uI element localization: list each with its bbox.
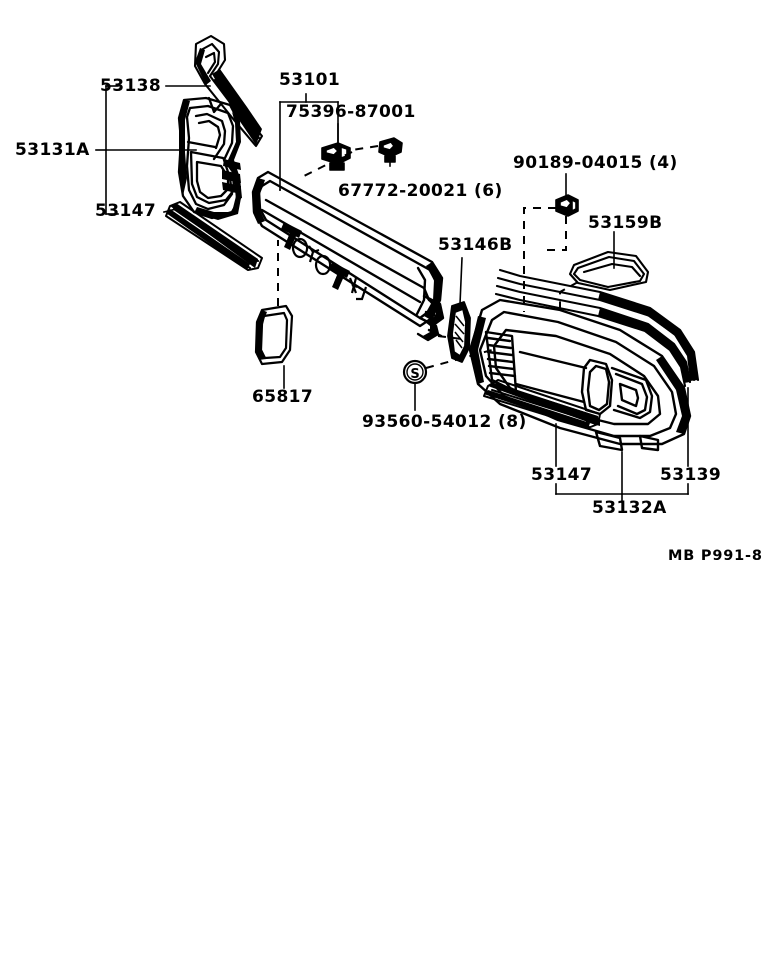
label-53132A: 53132A (592, 498, 667, 518)
label-75396-87001: 75396-87001 (286, 102, 416, 122)
part-53147-left-shading (166, 203, 258, 270)
part-53146B-seal (447, 301, 471, 363)
label-53147-left: 53147 (95, 201, 157, 221)
label-65817: 65817 (252, 387, 314, 407)
part-53138-shading (195, 48, 262, 145)
label-53139: 53139 (660, 465, 722, 485)
label-53159B: 53159B (588, 213, 663, 233)
label-53131A: 53131A (15, 140, 90, 160)
label-53101: 53101 (279, 70, 341, 90)
part-53147-right-shading (484, 383, 600, 429)
label-93560-54012: 93560-54012 (8) (362, 412, 527, 432)
screw-symbol-letter: S (410, 367, 419, 382)
label-53147-right: 53147 (531, 465, 593, 485)
dashed-alignment-lines (277, 145, 579, 369)
part-53159B-cover (568, 250, 650, 292)
part-75396-87001-clip (321, 142, 351, 171)
leader-lines (95, 85, 689, 503)
label-53138: 53138 (100, 76, 162, 96)
toyota-emblem-fill (281, 222, 350, 290)
part-90189-04015-nut (555, 194, 579, 217)
label-90189-04015: 90189-04015 (4) (513, 153, 678, 173)
part-53101-shading (253, 178, 443, 341)
label-67772-20021: 67772-20021 (6) (338, 181, 503, 201)
part-65817-shading (256, 310, 267, 360)
part-93560-54012-screw-symbol (402, 359, 428, 385)
part-53139-shading (598, 292, 698, 383)
diagram-code: MB P991-8 (668, 548, 763, 564)
part-53132A-shading (470, 316, 690, 434)
label-53146B: 53146B (438, 235, 513, 255)
part-53131A-shading (179, 100, 242, 220)
